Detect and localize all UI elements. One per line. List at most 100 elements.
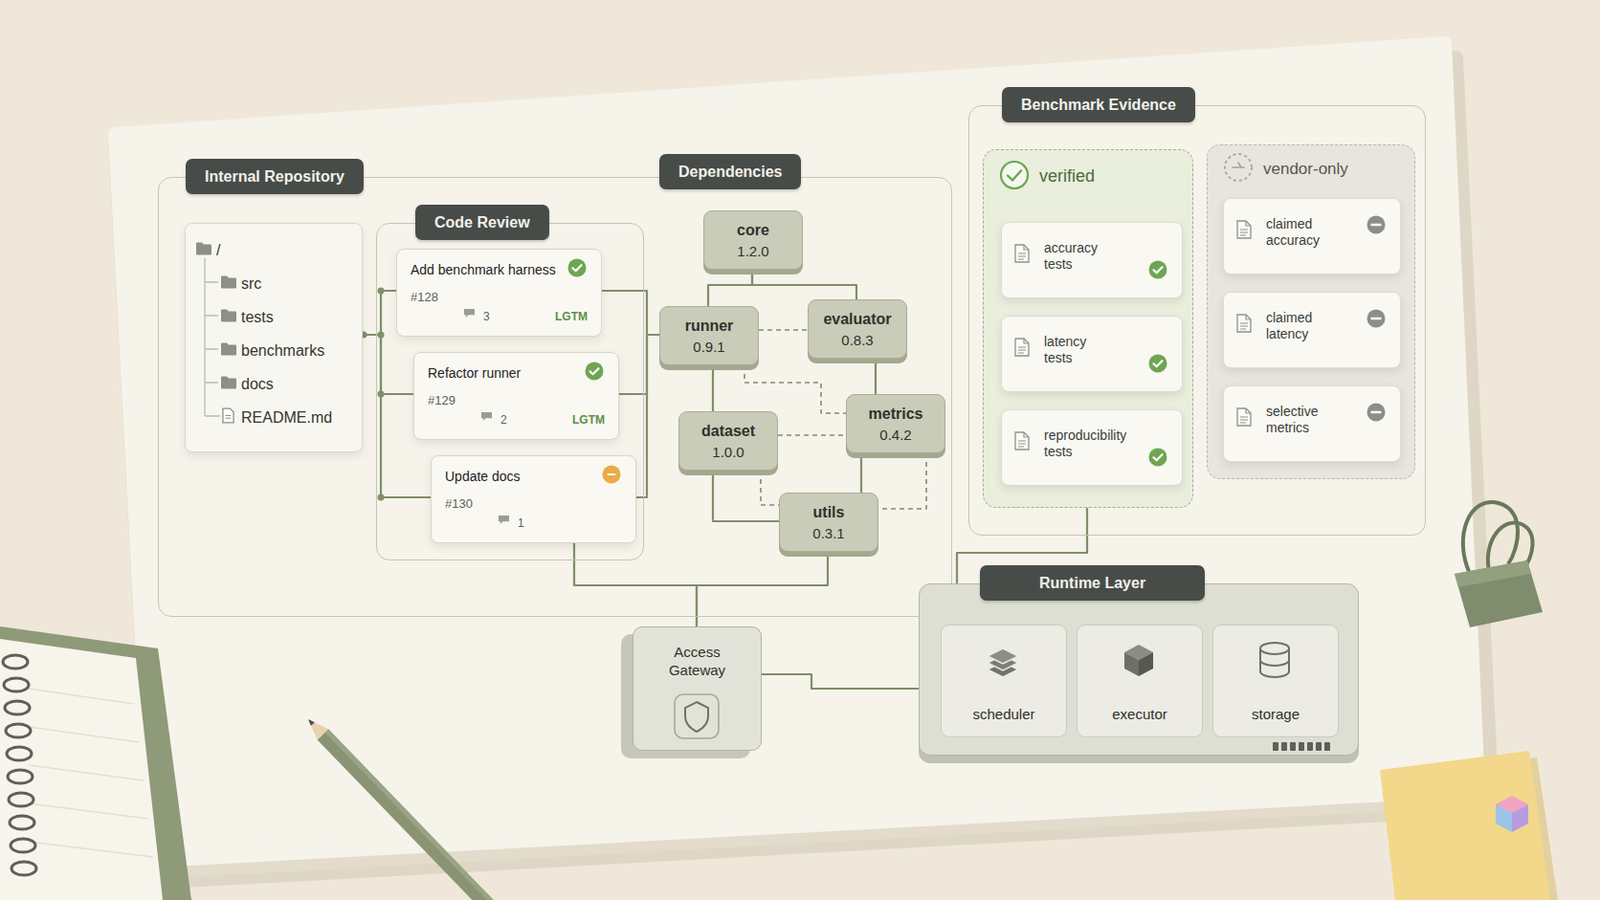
text-slot: LGTM xyxy=(572,410,605,428)
text-slot: #130 xyxy=(444,494,473,512)
connector xyxy=(744,365,846,414)
card-text: LGTM xyxy=(555,309,588,325)
evidence-card: latency tests xyxy=(1000,315,1183,393)
text-slot: #129 xyxy=(427,391,456,409)
evidence-card: claimed latency xyxy=(1222,291,1401,369)
runtime-panel: schedulerexecutorstorageRuntime Layer xyxy=(918,583,1359,756)
text-slot: utils xyxy=(779,503,878,522)
text-slot: core xyxy=(704,221,802,240)
text-slot: 1.2.0 xyxy=(704,243,802,261)
connector xyxy=(574,543,697,627)
text-slot: Runtime Layer xyxy=(979,565,1205,601)
card-text: #130 xyxy=(444,496,473,512)
text-slot: storage xyxy=(1213,706,1338,724)
heading-pill: Dependencies xyxy=(659,154,801,190)
evidence-text: selective metrics xyxy=(1266,403,1318,437)
card-text: Refactor runner xyxy=(427,365,521,381)
service-box: executor xyxy=(1076,624,1203,738)
dependency-text: runner xyxy=(685,316,734,335)
connector xyxy=(708,269,753,307)
connector xyxy=(874,358,877,395)
region-panel: / src tests benchmarks docsREADME.md Add benc… xyxy=(157,177,953,618)
text-slot: claimed latency xyxy=(1266,310,1312,343)
text-slot: 0.9.1 xyxy=(660,338,758,356)
text-slot: latency tests xyxy=(1044,333,1087,367)
service-text: storage xyxy=(1251,706,1300,724)
text-slot: 0.4.2 xyxy=(846,426,945,445)
text-slot: vendor-only xyxy=(1263,158,1349,180)
file-tree: / src tests benchmarks docsREADME.md xyxy=(184,222,363,453)
tree-entry: src xyxy=(241,274,262,294)
connector xyxy=(362,290,397,335)
connector xyxy=(878,453,927,510)
service-text: scheduler xyxy=(972,706,1035,724)
connector xyxy=(711,365,714,412)
service-text: executor xyxy=(1111,706,1168,724)
text-slot: Internal Repository xyxy=(185,158,364,195)
dependency-box: dataset1.0.0 xyxy=(678,411,778,471)
tree-entry: benchmarks xyxy=(241,341,325,361)
group-heading: verified xyxy=(1039,165,1095,187)
text-slot: accuracy tests xyxy=(1044,240,1098,273)
card-text: Add benchmark harness xyxy=(410,262,556,278)
evidence-text: accuracy tests xyxy=(1044,240,1098,273)
text-slot: 2 xyxy=(500,410,508,428)
service-box: scheduler xyxy=(940,624,1067,738)
evidence-card: claimed accuracy xyxy=(1222,198,1401,275)
text-slot: 3 xyxy=(483,307,490,325)
text-slot: verified xyxy=(1039,165,1095,187)
text-slot: Benchmark Evidence xyxy=(1001,87,1196,123)
connector xyxy=(761,674,919,689)
connector xyxy=(696,552,828,627)
dependency-box: utils0.3.1 xyxy=(778,492,879,553)
evidence-text: claimed accuracy xyxy=(1266,216,1320,249)
text-slot: claimed accuracy xyxy=(1266,216,1320,249)
connector xyxy=(601,290,660,335)
dependency-box: core 1.2.0 xyxy=(703,210,803,270)
region-panel: accuracy tests latency tests reproducibili… xyxy=(968,105,1426,536)
text-slot: runner xyxy=(660,316,758,335)
connector xyxy=(619,334,660,395)
heading-pill: Internal Repository xyxy=(185,158,364,195)
dependency-text: 0.9.1 xyxy=(692,338,725,356)
connector xyxy=(636,334,660,498)
dependency-box: evaluator 0.8.3 xyxy=(807,299,908,359)
dependency-text: 1.0.0 xyxy=(711,444,744,462)
card-text: 1 xyxy=(517,515,525,532)
text-slot: Dependencies xyxy=(659,154,801,190)
text-slot: benchmarks xyxy=(241,341,325,361)
text-slot: evaluator xyxy=(808,310,907,329)
text-slot: src xyxy=(241,274,262,294)
text-slot: Add benchmark harness xyxy=(410,261,556,279)
dependency-text: utils xyxy=(813,503,845,522)
pull-request-card: Update docs #130 1 xyxy=(430,455,637,544)
tree-entry: README.md xyxy=(241,408,333,428)
connector xyxy=(752,269,857,300)
pull-request-card: Add benchmark harness #128 3 LGTM xyxy=(396,248,602,337)
card-text: #128 xyxy=(410,289,439,306)
text-slot: Update docs xyxy=(444,467,521,486)
text-slot: selective metrics xyxy=(1266,403,1318,437)
card-text: 3 xyxy=(483,309,490,325)
heading-pill: Benchmark Evidence xyxy=(1001,87,1196,123)
connector xyxy=(860,453,863,493)
text-slot: #128 xyxy=(410,288,439,306)
evidence-text: reproducibility tests xyxy=(1044,427,1127,461)
text-slot: 0.8.3 xyxy=(808,332,907,350)
text-slot: tests xyxy=(241,308,274,328)
dependency-box: metrics 0.4.2 xyxy=(845,394,946,454)
evidence-card: accuracy tests xyxy=(1000,222,1183,299)
dependency-group: core 1.2.0 runner 0.9.1 evaluator 0.8.3 datase… xyxy=(653,154,949,561)
gateway-text: Access Gateway xyxy=(668,643,726,680)
tree-entry: / xyxy=(216,241,221,261)
text-slot: metrics xyxy=(846,404,945,423)
tree-entry: docs xyxy=(241,375,274,395)
text-slot: / xyxy=(216,241,221,261)
group-heading: vendor-only xyxy=(1263,158,1349,180)
pull-request-card: Refactor runner #129 2 LGTM xyxy=(413,352,620,441)
dependency-text: 0.8.3 xyxy=(841,332,873,350)
evidence-text: latency tests xyxy=(1044,333,1087,367)
dependency-text: 0.4.2 xyxy=(879,426,912,445)
